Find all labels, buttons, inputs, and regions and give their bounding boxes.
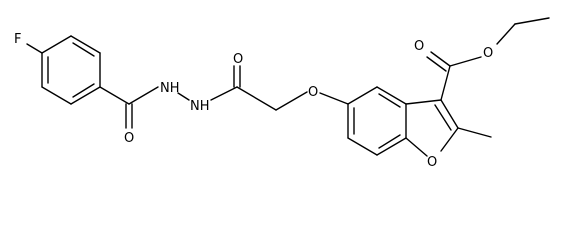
bond bbox=[449, 56, 482, 67]
bond bbox=[376, 137, 407, 156]
bond-n-n bbox=[177, 92, 190, 101]
ester-carbonyl-oxygen-label: O bbox=[414, 39, 424, 54]
bond-double-inner bbox=[72, 42, 95, 57]
bond bbox=[440, 127, 459, 152]
bond-c-c-double bbox=[440, 99, 459, 129]
furan-oxygen-label: O bbox=[427, 155, 437, 170]
bond bbox=[41, 35, 72, 54]
bond-c-f bbox=[26, 43, 43, 54]
bond bbox=[405, 137, 428, 157]
bond bbox=[347, 137, 378, 156]
benzofuran-benzene-ring bbox=[347, 86, 407, 156]
bond bbox=[70, 35, 101, 54]
bond bbox=[319, 92, 349, 105]
bond-c-o-double bbox=[430, 51, 451, 67]
bond bbox=[99, 86, 130, 105]
bond bbox=[41, 86, 72, 105]
bond-methyl bbox=[457, 127, 492, 138]
ether-oxygen-label: O bbox=[308, 85, 318, 100]
bond bbox=[405, 99, 442, 105]
molecule-svg: F O NH NH O O O O O bbox=[14, 17, 550, 170]
bond bbox=[440, 65, 451, 101]
structure-diagram: F O NH NH O O O O O bbox=[14, 17, 550, 170]
bond-c-c-double bbox=[434, 104, 452, 131]
bond bbox=[236, 86, 277, 111]
fluorophenyl-ring bbox=[41, 35, 101, 105]
bond bbox=[275, 91, 308, 111]
bond bbox=[347, 86, 378, 105]
nh-label-left: NH bbox=[160, 81, 180, 96]
fluorine-label: F bbox=[14, 32, 21, 47]
ester-alkoxy-oxygen-label: O bbox=[483, 46, 493, 61]
bond bbox=[70, 86, 101, 105]
bond bbox=[128, 86, 159, 105]
bond-double-inner bbox=[378, 93, 401, 108]
amide-oxygen-label: O bbox=[124, 131, 134, 146]
furan-ring bbox=[405, 99, 459, 157]
bond-double-inner bbox=[72, 83, 95, 98]
bond bbox=[376, 86, 407, 105]
bond bbox=[210, 86, 238, 101]
bond bbox=[514, 17, 550, 25]
bond-double-inner bbox=[378, 134, 401, 149]
nh-label-right: NH bbox=[190, 99, 210, 114]
acetyl-oxygen-label: O bbox=[233, 52, 243, 67]
bond-c-o-double bbox=[426, 56, 447, 72]
bond bbox=[496, 23, 516, 45]
